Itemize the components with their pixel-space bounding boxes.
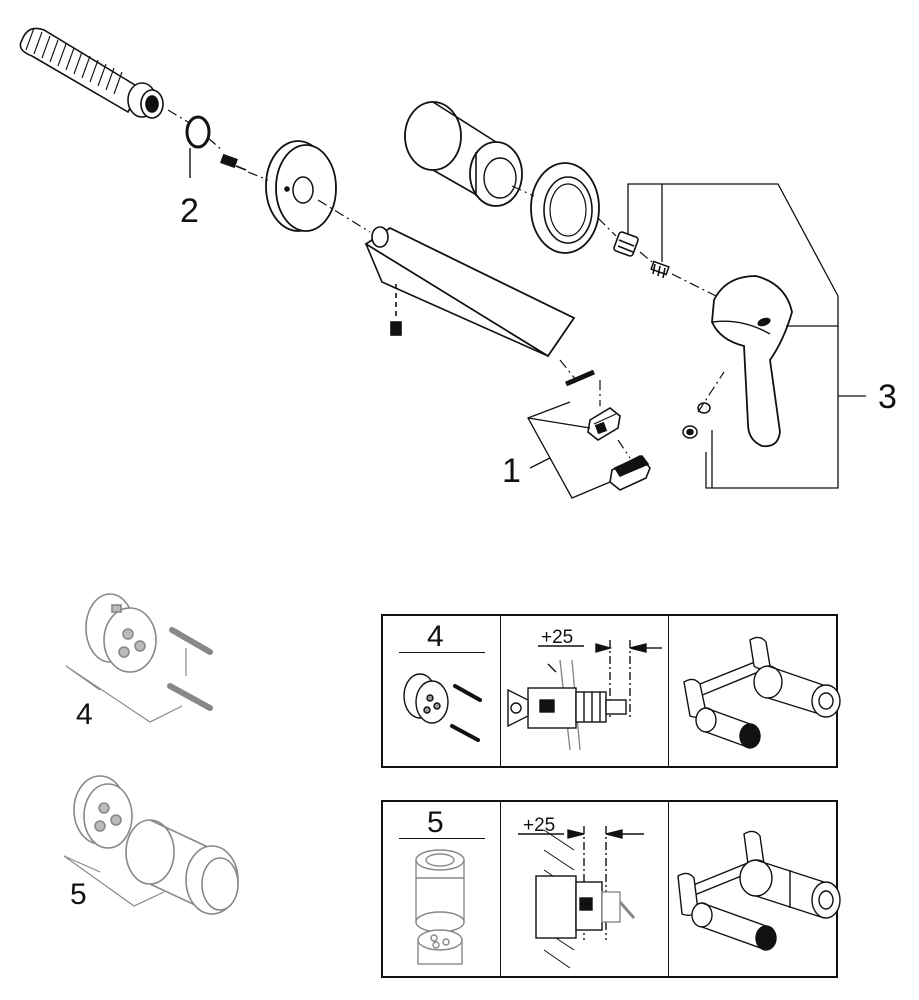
- main-exploded-view: [19, 27, 866, 499]
- panel-4-set-cell: 4: [383, 616, 501, 766]
- aerator-housing: [609, 455, 651, 491]
- flexible-hose: [19, 27, 164, 119]
- mounting-screw-lower: [167, 683, 213, 711]
- panel-4-rule: [399, 652, 485, 653]
- o-ring: [185, 115, 211, 178]
- panel-4-number: 4: [427, 620, 444, 653]
- panel-5-dimension: +25: [523, 815, 556, 836]
- panel-5-section-view: [518, 826, 644, 969]
- mounting-screw-upper: [169, 627, 213, 655]
- lever-handle: [711, 275, 793, 448]
- panel-5-cartridge-icon: [415, 849, 465, 965]
- panel-4-section-cell: +25: [501, 616, 669, 766]
- callout-3: 3: [878, 378, 897, 416]
- flange-set-4: [65, 593, 213, 723]
- assembly-axis: [167, 109, 725, 459]
- panel-4-section-view: [507, 640, 662, 751]
- adapter-nut: [613, 231, 639, 257]
- aerator-insert: [587, 407, 621, 441]
- rosette-flange: [265, 140, 337, 232]
- cartridge-set-5: [63, 775, 239, 915]
- panel-5-rough-in-body: [677, 830, 841, 951]
- panel-5-rule: [399, 838, 485, 839]
- callout-2: 2: [180, 192, 199, 230]
- panel-4-rough-in-body: [683, 636, 841, 749]
- callout-5: 5: [70, 878, 87, 911]
- panel-4-dimension: +25: [541, 627, 574, 648]
- callout-4: 4: [76, 698, 93, 731]
- grub-screw: [650, 260, 670, 279]
- panel-5-section-cell: +25: [501, 802, 669, 976]
- handle-set-screw: [682, 402, 711, 439]
- spout: [364, 226, 576, 358]
- callout-1: 1: [502, 452, 521, 490]
- panel-5-number: 5: [427, 806, 444, 839]
- panel-4-flange-icon: [403, 673, 482, 742]
- aerator-seal: [565, 369, 595, 387]
- cylinder-sleeve: [404, 101, 523, 207]
- panel-5-set-cell: 5: [383, 802, 501, 976]
- leader-lines: [527, 183, 866, 499]
- small-screw: [220, 153, 247, 171]
- cover-ring: [530, 162, 600, 254]
